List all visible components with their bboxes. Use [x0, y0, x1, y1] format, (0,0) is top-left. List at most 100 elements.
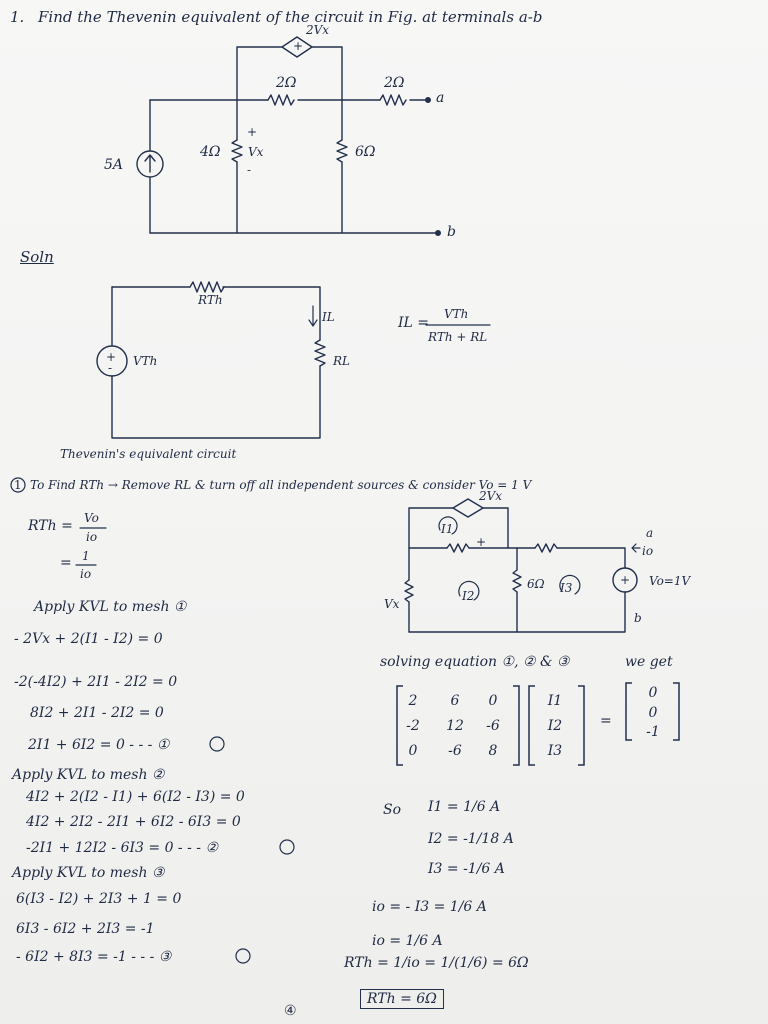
rth-def-lhs: RTh = [28, 518, 73, 534]
vth-plus: + [106, 350, 117, 364]
r-series-label: 2Ω [384, 75, 405, 91]
matrix-cell: -2 [406, 718, 420, 734]
var-vector-left-bracket [528, 685, 535, 766]
thevenin-caption: Thevenin's equivalent circuit [60, 447, 237, 461]
eq3-marker [235, 948, 251, 964]
c2-io-label: io [642, 544, 654, 558]
matrix-cell: 0 [408, 743, 418, 759]
rhs-vector-right-bracket [673, 682, 680, 741]
dep-source-plus: + [293, 39, 304, 53]
eq2-marker [279, 839, 295, 855]
rth-def2-lhs: = [60, 555, 72, 571]
rhs-vector-left-bracket [625, 682, 632, 741]
thevenin-wire [111, 365, 321, 439]
we-get-text: we get [625, 654, 673, 670]
c2-vo-plus: + [620, 573, 631, 587]
terminal-a-dot [425, 97, 431, 103]
mesh3-line-1: 6(I3 - I2) + 2I3 + 1 = 0 [16, 891, 182, 907]
step1-marker [10, 477, 26, 493]
result-rth-calc: RTh = 1/io = 1/(1/6) = 6Ω [344, 955, 529, 971]
mesh2-line-1: 4I2 + 2(I2 - I1) + 6(I2 - I3) = 0 [26, 789, 245, 805]
c2-dep-source-label: 2Vx [479, 489, 503, 503]
r-left-label: 4Ω [200, 144, 221, 160]
mesh-2-loop [458, 580, 480, 601]
current-source-circle [136, 150, 164, 178]
resistor-2ohm-top [267, 94, 295, 106]
voltage-source-vth [96, 345, 128, 377]
coeff-matrix-left-bracket [396, 685, 403, 766]
matrix-cell: 8 [488, 743, 498, 759]
result-io-value: io = 1/6 A [372, 933, 443, 949]
matrix-cell: 12 [446, 718, 464, 734]
resistor-rth [189, 281, 225, 293]
coeff-matrix-right-bracket [513, 685, 520, 766]
circuit2-resistor-series [534, 543, 558, 553]
solving-text: solving equation ①, ② & ③ [380, 654, 570, 670]
step1-number: 1 [14, 478, 22, 492]
mesh1-line-2: -2(-4I2) + 2I1 - 2I2 = 0 [14, 674, 178, 690]
dep-source-label: 2Vx [306, 23, 330, 37]
matrix-cell: 0 [488, 693, 498, 709]
vx-minus: - [247, 163, 252, 177]
formula-denominator: RTh + RL [428, 330, 488, 344]
mesh3-title: Apply KVL to mesh ③ [12, 865, 165, 881]
circuit1-top-loop-wire [236, 46, 343, 101]
mesh2-line-2: 4I2 + 2I2 - 2I1 + 6I2 - 6I3 = 0 [26, 814, 241, 830]
formula-numerator: VTh [444, 307, 469, 321]
resistor-4ohm [231, 139, 243, 163]
r-right-label: 6Ω [355, 144, 376, 160]
current-source-arrow [144, 154, 156, 173]
current-source-label: 5A [104, 157, 124, 173]
r-top-label: 2Ω [276, 75, 297, 91]
rhs-cell: -1 [646, 724, 660, 740]
io-arrow [631, 543, 641, 553]
thevenin-equivalent-circuit [96, 281, 491, 439]
c2-i3-label: I3 [560, 581, 573, 595]
c2-vx-label: Vx [384, 597, 400, 611]
var-vector-right-bracket [578, 685, 585, 766]
il-label: IL [322, 310, 335, 324]
vth-label: VTh [133, 354, 158, 368]
mesh1-line-4: 2I1 + 6I2 = 0 - - - ① [28, 737, 170, 753]
vector-cell: I3 [547, 743, 563, 759]
terminal-a-label: a [436, 90, 445, 106]
mesh3-line-2: 6I3 - 6I2 + 2I3 = -1 [16, 921, 155, 937]
rth-def-num: Vo [84, 511, 99, 525]
step1-text: To Find RTh → Remove RL & turn off all i… [30, 478, 532, 492]
resistor-rl [314, 339, 326, 367]
circuit-1 [136, 36, 441, 236]
c2-r6-label: 6Ω [527, 577, 545, 591]
matrix-cell: 6 [450, 693, 460, 709]
circuit2-resistor-6ohm [512, 569, 522, 593]
c2-terminal-a: a [646, 526, 654, 540]
circuit2-top-loop-wire [408, 507, 509, 549]
mesh-1-loop [438, 516, 458, 535]
c2-i2-label: I2 [462, 589, 475, 603]
mesh1-line-3: 8I2 + 2I1 - 2I2 = 0 [30, 705, 164, 721]
c2-i1-label: I1 [441, 522, 454, 536]
mesh-3-loop [559, 574, 581, 595]
so-label: So [383, 802, 402, 818]
mesh2-title: Apply KVL to mesh ② [12, 767, 165, 783]
circuit2-resistor-2ohm [446, 543, 470, 553]
resistor-2ohm-series [379, 94, 407, 106]
vx-label: Vx [248, 145, 264, 159]
footer-mark: ④ [284, 1003, 297, 1019]
matrix-cell: 2 [408, 693, 418, 709]
rth-def-den: io [86, 530, 98, 544]
result-rth-final: RTh = 6Ω [360, 989, 444, 1009]
rth-label: RTh [198, 293, 223, 307]
mesh3-line-3: - 6I2 + 8I3 = -1 - - - ③ [16, 949, 172, 965]
matrix-equals: = [600, 713, 612, 729]
il-arrow [308, 305, 318, 327]
vector-cell: I1 [547, 693, 563, 709]
eq1-marker [209, 736, 225, 752]
c2-terminal-b: b [634, 611, 642, 625]
matrix-cell: -6 [486, 718, 500, 734]
vector-cell: I2 [547, 718, 563, 734]
c2-vo-label: Vo=1V [649, 574, 691, 588]
formula-lhs: IL = [398, 315, 430, 331]
result-i1: I1 = 1/6 A [428, 799, 501, 815]
